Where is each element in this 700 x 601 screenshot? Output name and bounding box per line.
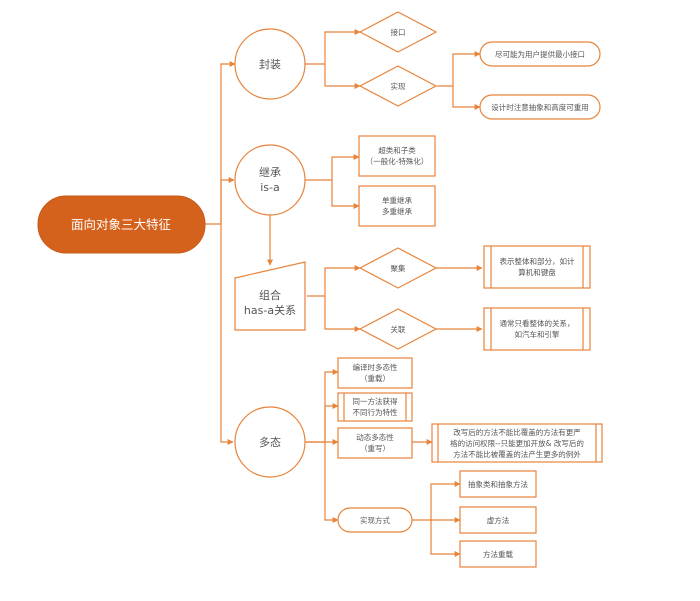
svg-text:设计时注意抽象和高度可重用: 设计时注意抽象和高度可重用 (491, 102, 589, 112)
svg-text:编译时多态性: 编译时多态性 (353, 362, 398, 372)
svg-text:表示整体和部分，如计: 表示整体和部分，如计 (500, 256, 575, 266)
inheritance-node: 继承 is-a (234, 144, 306, 216)
svg-text:格的访问权限--只能更加开放& 改写后的: 格的访问权限--只能更加开放& 改写后的 (450, 438, 584, 448)
svg-text:虚方法: 虚方法 (487, 515, 510, 525)
inheritance-label-1: 继承 (259, 166, 281, 179)
compile-time-box: 编译时多态性 （重载） (337, 357, 413, 389)
composition-label-2: has-a关系 (244, 303, 296, 317)
svg-text:多重继承: 多重继承 (382, 206, 412, 216)
svg-text:（重载）: （重载） (360, 373, 390, 383)
inheritance-label-2: is-a (260, 181, 280, 194)
impl-overload-box: 方法重载 (459, 540, 537, 568)
svg-text:尽可能为用户提供最小接口: 尽可能为用户提供最小接口 (495, 49, 585, 59)
composition-node: 组合 has-a关系 (234, 261, 306, 331)
svg-text:聚集: 聚集 (391, 263, 406, 273)
svg-text:通常只看整体的关系，: 通常只看整体的关系， (500, 318, 575, 328)
svg-text:（重写）: （重写） (360, 444, 390, 453)
dynamic-note: 改写后的方法不能比覆盖的方法有更严 格的访问权限--只能更加开放& 改写后的 方… (431, 423, 603, 463)
aggregation-note: 表示整体和部分，如计 算机和键盘 (483, 245, 591, 289)
svg-text:如汽车和引擎: 如汽车和引擎 (515, 329, 560, 339)
implementation-method-node: 实现方式 (337, 507, 413, 533)
svg-text:（一般化-特殊化）: （一般化-特殊化） (366, 156, 429, 166)
impl-note-1: 尽可能为用户提供最小接口 (479, 41, 601, 67)
impl-virtual-box: 虚方法 (459, 506, 537, 534)
svg-text:不同行为特性: 不同行为特性 (353, 407, 398, 417)
composition-label-1: 组合 (259, 288, 281, 302)
encapsulation-label: 封装 (259, 57, 281, 71)
svg-text:抽象类和抽象方法: 抽象类和抽象方法 (468, 479, 528, 489)
encapsulation-node: 封装 (234, 28, 306, 100)
inheritance-box-1: 超类和子类 （一般化-特殊化） (358, 135, 436, 177)
root-label: 面向对象三大特征 (71, 217, 172, 232)
svg-text:实现方式: 实现方式 (360, 515, 390, 525)
aggregation-node: 聚集 (358, 247, 438, 289)
svg-text:关联: 关联 (391, 324, 406, 334)
association-node: 关联 (358, 308, 438, 350)
association-note: 通常只看整体的关系， 如汽车和引擎 (483, 307, 591, 351)
polymorphism-node: 多态 (234, 406, 306, 478)
svg-text:方法重载: 方法重载 (483, 549, 513, 559)
interface-node: 接口 (358, 11, 438, 53)
connectors (205, 29, 483, 557)
polymorphism-label: 多态 (259, 435, 281, 449)
svg-text:同一方法获得: 同一方法获得 (353, 396, 398, 406)
svg-text:方法不能比被覆盖的法产生更多的例外: 方法不能比被覆盖的法产生更多的例外 (453, 449, 581, 459)
same-method-box: 同一方法获得 不同行为特性 (337, 392, 413, 422)
implementation-label: 实现 (391, 81, 406, 91)
impl-note-2: 设计时注意抽象和高度可重用 (479, 94, 601, 120)
svg-text:算机和键盘: 算机和键盘 (518, 267, 556, 277)
interface-label: 接口 (391, 27, 406, 37)
impl-abstract-box: 抽象类和抽象方法 (459, 470, 537, 498)
root-node: 面向对象三大特征 (37, 195, 206, 254)
svg-text:单重继承: 单重继承 (382, 195, 412, 205)
svg-text:改写后的方法不能比覆盖的方法有更严: 改写后的方法不能比覆盖的方法有更严 (453, 427, 581, 437)
svg-text:超类和子类: 超类和子类 (378, 145, 416, 155)
dynamic-box: 动态多态性 （重写） (337, 427, 413, 459)
implementation-node: 实现 (358, 65, 438, 107)
svg-text:动态多态性: 动态多态性 (356, 432, 394, 442)
inheritance-box-2: 单重继承 多重继承 (358, 185, 436, 227)
